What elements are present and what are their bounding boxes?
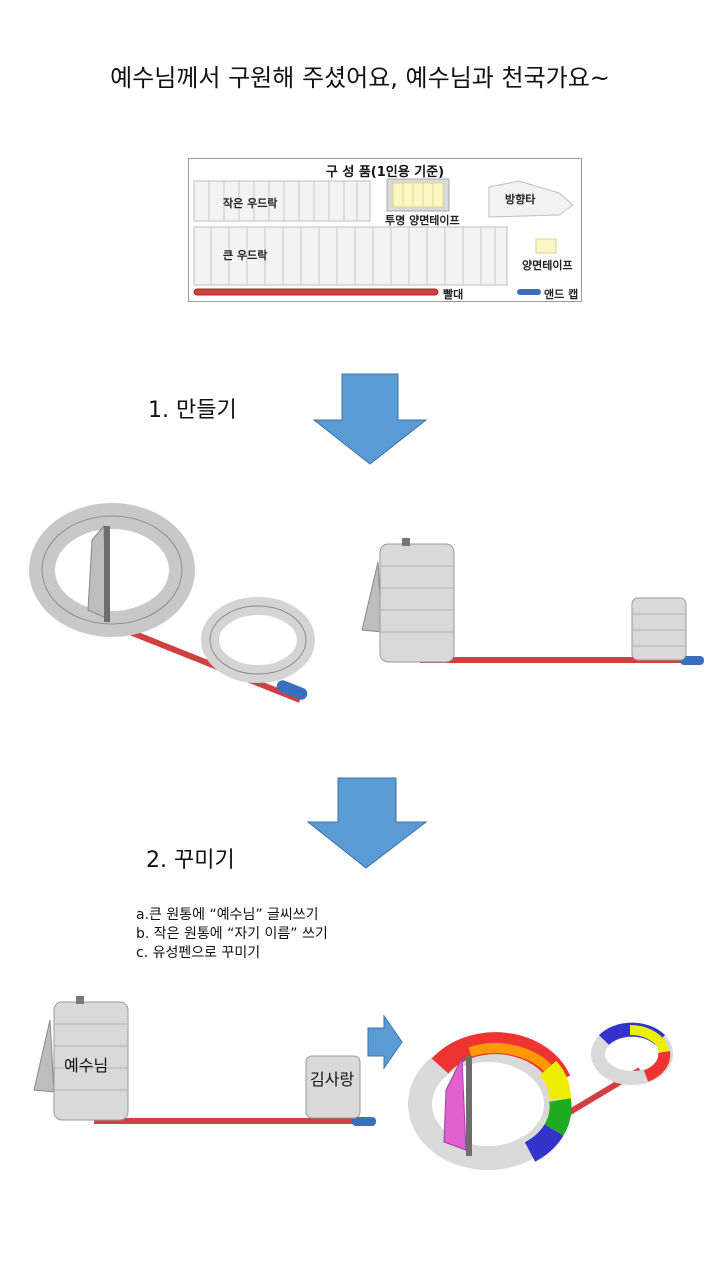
step-1-label: 1. 만들기 [148,398,237,423]
assembly-right [361,538,704,665]
double-tape-image [535,238,557,254]
assembly-left [29,503,315,703]
label-clear-tape: 투명 양면테이프 [385,214,460,227]
small-ruler-image [193,180,371,222]
down-arrow-2 [306,777,428,869]
clear-tape-image [386,178,450,212]
label-straw: 빨대 [443,288,464,301]
label-double-tape: 양면테이프 [522,259,573,272]
label-end-cap: 앤드 캡 [544,288,579,301]
straw-image [193,288,439,296]
down-arrow-1 [312,373,428,465]
label-big-ruler: 큰 우드락 [223,249,268,262]
instruction-list: a.큰 원통에 “예수님” 글씨쓰기 b. 작은 원통에 “자기 이름” 쓰기 … [136,906,328,963]
instruction-item: c. 유성펜으로 꾸미기 [136,945,261,961]
end-cap-image [517,289,541,295]
parts-panel: 구 성 품(1인용 기준) [188,158,582,302]
label-rudder: 방향타 [505,193,536,206]
big-drum-label: 예수님 [64,1056,109,1075]
decorated-right [408,1022,673,1170]
page-title: 예수님께서 구원해 주셨어요, 예수님과 천국가요~ [110,64,610,92]
parts-illustration [193,178,574,296]
small-drum-label: 김사랑 [310,1070,355,1089]
step-2-label: 2. 꾸미기 [146,848,235,873]
instruction-item: a.큰 원통에 “예수님” 글씨쓰기 [136,907,319,923]
big-ruler-image [193,226,508,286]
label-small-ruler: 작은 우드락 [223,197,278,210]
rudder-image [488,180,574,218]
instruction-item: b. 작은 원통에 “자기 이름” 쓰기 [136,926,328,942]
right-arrow [367,1014,403,1070]
parts-header: 구 성 품(1인용 기준) [325,165,445,180]
